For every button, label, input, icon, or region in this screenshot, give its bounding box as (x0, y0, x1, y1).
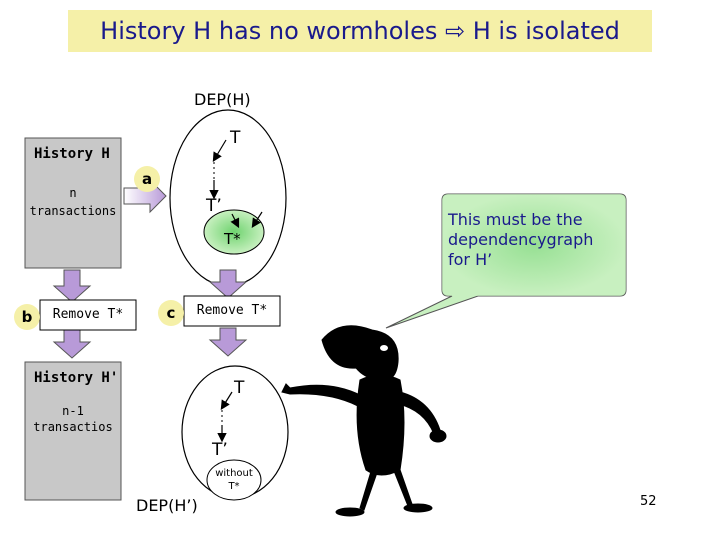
history-h-prime-title: History H' (34, 370, 119, 386)
callout-line-1: This must be the (448, 210, 583, 229)
callout-text: This must be the dependencygraph for H’ (448, 210, 593, 270)
slide-title: History H has no wormholes ⇨ H is isolat… (100, 17, 620, 45)
history-h-prime-unit: transactios (33, 420, 113, 434)
remove-left-box (39, 299, 137, 331)
dep-h-prime-label: DEP(H’) (136, 496, 198, 515)
node-t-star: T* (224, 230, 241, 248)
arrow-down-left-2 (52, 329, 92, 359)
remove-left-label: Remove T* (52, 307, 124, 322)
arrow-down-right-2 (208, 327, 248, 357)
node-t-top: T (230, 128, 241, 148)
marker-c: c (158, 300, 184, 326)
arrow-down-right-1 (208, 269, 248, 299)
marker-b: b (14, 304, 40, 330)
without-tstar-label: T* (228, 481, 240, 492)
dep-h-label: DEP(H) (194, 90, 251, 109)
without-label: without (215, 468, 253, 479)
t-star-region (203, 209, 265, 255)
history-h-prime-box (24, 361, 122, 501)
marker-a: a (134, 166, 160, 192)
callout-line-3: for H’ (448, 250, 493, 269)
pointing-figure (281, 325, 447, 517)
history-h-unit: transactions (29, 204, 117, 218)
arrow-down-left-1 (52, 269, 92, 303)
title-banner (68, 10, 652, 52)
t-prime-to-tstar-edge-1 (230, 213, 240, 229)
t-prime-to-tstar-edge-2 (251, 211, 263, 229)
history-h-title: History H (34, 146, 110, 162)
node-t-prime-top: T’ (206, 196, 222, 216)
figure-eye (380, 345, 388, 351)
page-number: 52 (640, 494, 657, 509)
remove-right-box (183, 295, 281, 327)
without-tstar-region (206, 459, 262, 501)
history-h-prime-count: n-1 (62, 404, 84, 418)
top-dotted-edge (212, 139, 227, 163)
dep-h-oval (169, 109, 287, 287)
history-h-box (24, 137, 122, 269)
node-t-bottom: T (234, 378, 245, 398)
callout-line-2: dependencygraph (448, 230, 594, 249)
bottom-dotted-edge (220, 391, 233, 411)
remove-right-label: Remove T* (196, 303, 268, 318)
history-h-count: n (69, 186, 77, 200)
node-t-prime-bottom: T’ (212, 440, 228, 460)
